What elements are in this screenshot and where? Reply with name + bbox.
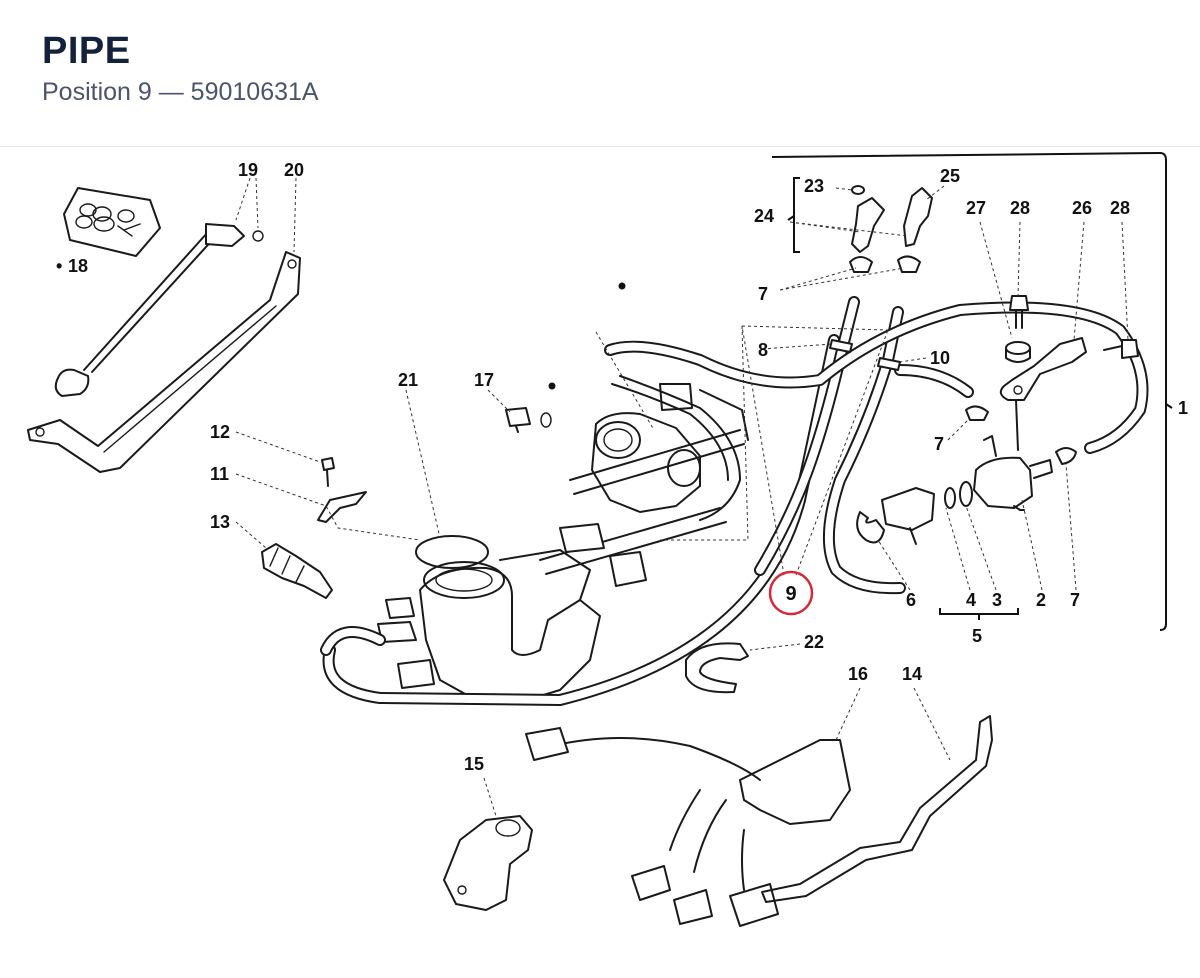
hose-clamp-7-mid[interactable] xyxy=(965,405,989,421)
callout-7-mid[interactable]: 7 xyxy=(934,434,944,454)
pipe-9-highlighted[interactable] xyxy=(754,296,906,595)
gasket-kit-18[interactable] xyxy=(63,187,161,257)
callout-13[interactable]: 13 xyxy=(210,512,230,532)
callout-19[interactable]: 19 xyxy=(238,160,258,180)
callout-21[interactable]: 21 xyxy=(398,370,418,390)
return-hose[interactable] xyxy=(604,301,1149,454)
callout-3[interactable]: 3 xyxy=(992,590,1002,610)
hose-clamp-8[interactable] xyxy=(829,339,853,353)
page-header: PIPE Position 9 — 59010631A xyxy=(0,0,1200,147)
reference-dot xyxy=(618,282,626,290)
bracket-group-5 xyxy=(939,608,1019,620)
callout-15[interactable]: 15 xyxy=(464,754,484,774)
callout-9[interactable]: 9 xyxy=(785,583,796,605)
bolt-28-left[interactable] xyxy=(1009,295,1029,329)
hose-kit-24[interactable] xyxy=(849,185,933,273)
sensor-15[interactable] xyxy=(443,815,533,911)
callout-26[interactable]: 26 xyxy=(1072,198,1092,218)
small-hoses[interactable] xyxy=(611,375,749,521)
hose-clamp-22[interactable] xyxy=(685,642,749,694)
callout-20[interactable]: 20 xyxy=(284,160,304,180)
bracket-group-24 xyxy=(787,177,800,253)
fuel-filter-2[interactable] xyxy=(973,435,1053,511)
injector-13[interactable] xyxy=(261,543,333,599)
clip-11[interactable] xyxy=(317,491,367,523)
bolt-28-right[interactable] xyxy=(1103,339,1139,359)
callout-4[interactable]: 4 xyxy=(966,590,976,610)
bracket-26[interactable] xyxy=(999,337,1087,451)
wiring-harness-16[interactable] xyxy=(525,727,851,927)
pressure-regulator-5[interactable] xyxy=(881,481,973,545)
callout-25[interactable]: 25 xyxy=(940,166,960,186)
bullet-18: • xyxy=(56,256,62,276)
callout-8[interactable]: 8 xyxy=(758,340,768,360)
part-position-subtitle: Position 9 — 59010631A xyxy=(42,78,319,106)
exploded-parts-diagram: 1 2 3 4 5 6 7 7 7 8 10 12 11 13 14 15 16… xyxy=(27,151,1188,927)
mounting-bracket-14[interactable] xyxy=(761,715,993,903)
support-bracket-20[interactable] xyxy=(27,251,301,473)
callout-28-left[interactable]: 28 xyxy=(1010,198,1030,218)
clip-6[interactable] xyxy=(856,511,885,544)
grommet-27[interactable] xyxy=(1005,341,1031,363)
callout-22[interactable]: 22 xyxy=(804,632,824,652)
leader-lines xyxy=(235,177,1129,817)
highlighted-callout-9[interactable]: 9 xyxy=(768,570,814,616)
bracket-assembly-1 xyxy=(771,151,1167,631)
callout-17[interactable]: 17 xyxy=(474,370,494,390)
page-title: PIPE xyxy=(42,30,131,72)
callout-11[interactable]: 11 xyxy=(210,464,229,484)
callout-16[interactable]: 16 xyxy=(848,664,868,684)
callout-24[interactable]: 24 xyxy=(754,206,774,226)
throttle-body-assembly[interactable] xyxy=(377,383,745,703)
fuel-hose-loop[interactable] xyxy=(320,334,840,706)
reference-dot xyxy=(548,382,556,390)
callout-12[interactable]: 12 xyxy=(210,422,230,442)
callout-14[interactable]: 14 xyxy=(902,664,922,684)
callout-7-top[interactable]: 7 xyxy=(758,284,768,304)
callout-5[interactable]: 5 xyxy=(972,626,982,646)
callout-23[interactable]: 23 xyxy=(804,176,824,196)
fitting-17[interactable] xyxy=(505,407,552,433)
callout-18[interactable]: 18 xyxy=(68,256,88,276)
callout-2[interactable]: 2 xyxy=(1036,590,1046,610)
hose-clamp-10[interactable] xyxy=(877,357,901,371)
tie-rod-19[interactable] xyxy=(54,223,264,397)
callout-28-right[interactable]: 28 xyxy=(1110,198,1130,218)
o-ring-21[interactable] xyxy=(415,535,489,569)
callout-7-right[interactable]: 7 xyxy=(1070,590,1080,610)
callout-labels: 1 2 3 4 5 6 7 7 7 8 10 12 11 13 14 15 16… xyxy=(56,160,1188,774)
callout-10[interactable]: 10 xyxy=(930,348,950,368)
screw-12[interactable] xyxy=(321,457,335,487)
callout-27[interactable]: 27 xyxy=(966,198,986,218)
hose-clamp-7-right[interactable] xyxy=(1055,447,1077,465)
callout-1[interactable]: 1 xyxy=(1178,398,1188,418)
callout-6[interactable]: 6 xyxy=(906,590,916,610)
